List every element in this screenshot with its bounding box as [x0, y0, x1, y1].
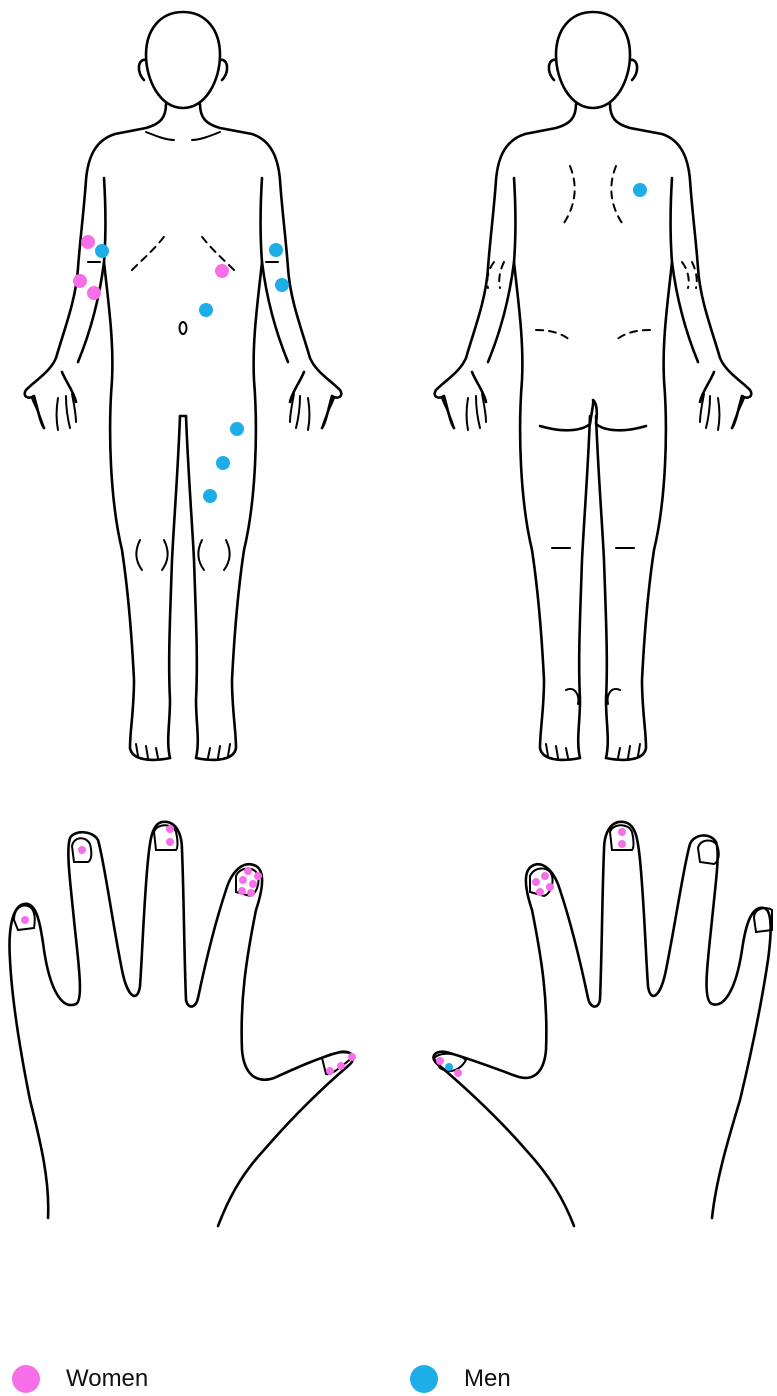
men-marker [445, 1063, 453, 1071]
legend-men-label: Men [464, 1365, 511, 1393]
women-marker [81, 235, 95, 249]
legend-women-label: Women [66, 1365, 148, 1393]
men-marker [230, 422, 244, 436]
women-marker [78, 846, 86, 854]
men-marker [275, 278, 289, 292]
women-marker [541, 872, 549, 880]
women-marker [618, 840, 626, 848]
women-marker [244, 867, 252, 875]
men-marker [203, 489, 217, 503]
women-marker [326, 1067, 334, 1075]
women-marker [73, 274, 87, 288]
men-swatch [410, 1365, 438, 1393]
women-marker [239, 876, 247, 884]
women-marker [87, 286, 101, 300]
women-marker [247, 889, 255, 897]
left-hand-figure [10, 822, 354, 1226]
women-marker [618, 828, 626, 836]
women-marker [546, 883, 554, 891]
women-swatch [12, 1365, 40, 1393]
men-marker [95, 244, 109, 258]
women-marker [436, 1057, 444, 1065]
women-marker [238, 887, 246, 895]
women-marker [21, 916, 29, 924]
women-marker [166, 825, 174, 833]
back-body-figure [435, 12, 752, 760]
women-marker [166, 838, 174, 846]
men-marker [269, 243, 283, 257]
men-marker [216, 456, 230, 470]
men-marker [199, 303, 213, 317]
women-marker [348, 1053, 356, 1061]
women-marker [536, 888, 544, 896]
women-marker [215, 264, 229, 278]
legend-women: Women [12, 1362, 148, 1396]
right-hand-figure [433, 822, 772, 1226]
women-marker [532, 878, 540, 886]
markers-layer [21, 183, 647, 1077]
men-marker [633, 183, 647, 197]
women-marker [454, 1069, 462, 1077]
front-body-figure [25, 12, 342, 760]
legend-men: Men [410, 1362, 511, 1396]
women-marker [254, 872, 262, 880]
women-marker [249, 880, 257, 888]
women-marker [337, 1062, 345, 1070]
